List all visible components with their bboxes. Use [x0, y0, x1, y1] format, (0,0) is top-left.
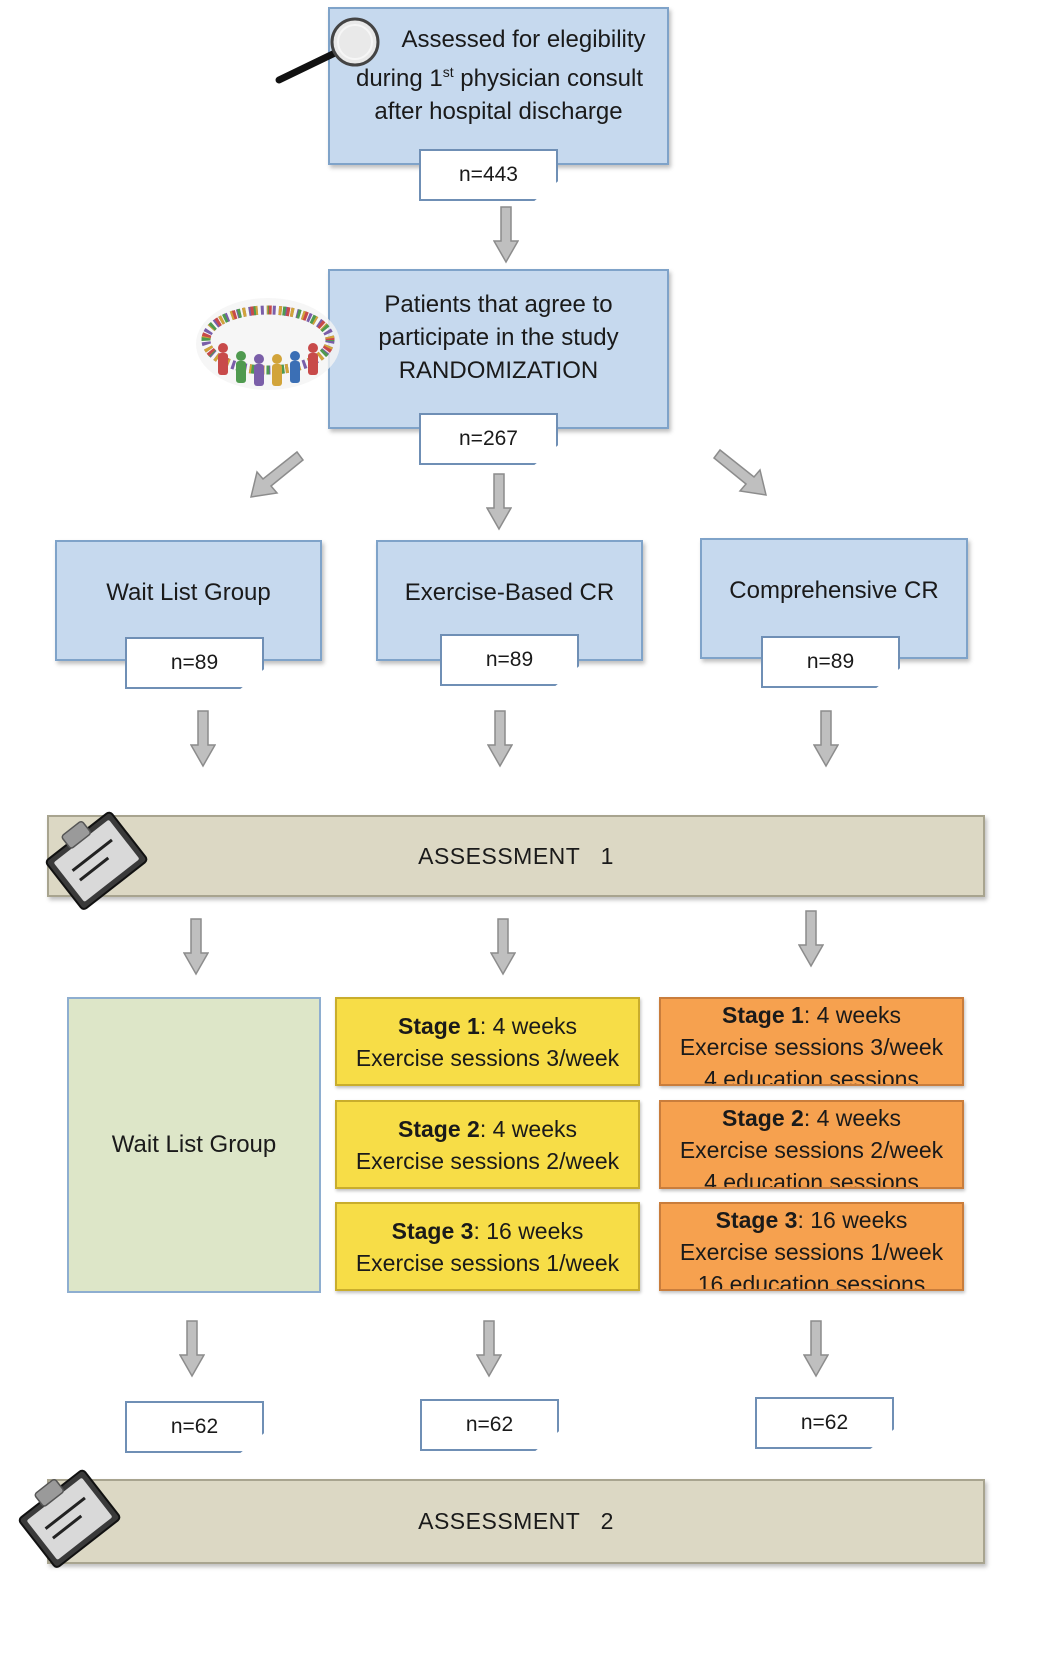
comprehensive-stage-1: Stage 1: 4 weeks Exercise sessions 3/wee… [659, 997, 964, 1086]
final-count-exercise-based: n=62 [420, 1399, 559, 1451]
exercise-stage-2: Stage 2: 4 weeks Exercise sessions 2/wee… [335, 1100, 640, 1189]
arrow-down-1 [493, 206, 519, 264]
comprehensive-stage-3: Stage 3: 16 weeks Exercise sessions 1/we… [659, 1202, 964, 1291]
eligibility-line-1: Assessed for elegibility [401, 25, 646, 53]
final-count-wait-list: n=62 [125, 1401, 264, 1453]
arrow-diag-left [250, 450, 305, 498]
magnifier-icon [275, 17, 380, 84]
count-note-randomization: n=267 [419, 413, 558, 465]
eligibility-box: Assessed for elegibility during 1st phys… [328, 7, 669, 165]
arrow-down-comprehensive-3 [803, 1320, 829, 1378]
arrow-down-exercise-3 [476, 1320, 502, 1378]
people-circle-icon [196, 298, 340, 390]
arrow-down-wait-3 [179, 1320, 205, 1378]
arrow-down-center [486, 473, 512, 531]
arrow-diag-right [712, 448, 767, 496]
count-note-comprehensive: n=89 [761, 636, 900, 688]
randomization-line-2: participate in the study [378, 323, 619, 351]
arrow-down-exercise-1 [487, 710, 513, 768]
final-count-comprehensive: n=62 [755, 1397, 894, 1449]
arrow-down-exercise-2 [490, 918, 516, 976]
clipboard-icon [45, 811, 148, 910]
assessment-2-bar: ASSESSMENT 2 [47, 1479, 985, 1564]
randomization-box: Patients that agree to participate in th… [328, 269, 669, 429]
exercise-stage-1: Stage 1: 4 weeks Exercise sessions 3/wee… [335, 997, 640, 1086]
clipboard-icon-2 [18, 1469, 121, 1568]
arrow-down-comprehensive-1 [813, 710, 839, 768]
count-note-top: n=443 [419, 149, 558, 201]
comprehensive-stage-2: Stage 2: 4 weeks Exercise sessions 2/wee… [659, 1100, 964, 1189]
wait-list-box: Wait List Group [67, 997, 321, 1293]
randomization-line-3: RANDOMIZATION [398, 356, 599, 384]
count-note-exercise-based: n=89 [440, 634, 579, 686]
arrow-down-wait-1 [190, 710, 216, 768]
eligibility-line-2: during 1st physician consult [355, 63, 644, 92]
randomization-line-1: Patients that agree to [384, 290, 613, 318]
assessment-1-bar: ASSESSMENT 1 [47, 815, 985, 897]
arrow-down-comprehensive-2 [798, 910, 824, 968]
arrow-down-wait-2 [183, 918, 209, 976]
exercise-stage-3: Stage 3: 16 weeks Exercise sessions 1/we… [335, 1202, 640, 1291]
count-note-wait-list: n=89 [125, 637, 264, 689]
eligibility-line-3: after hospital discharge [374, 97, 623, 125]
